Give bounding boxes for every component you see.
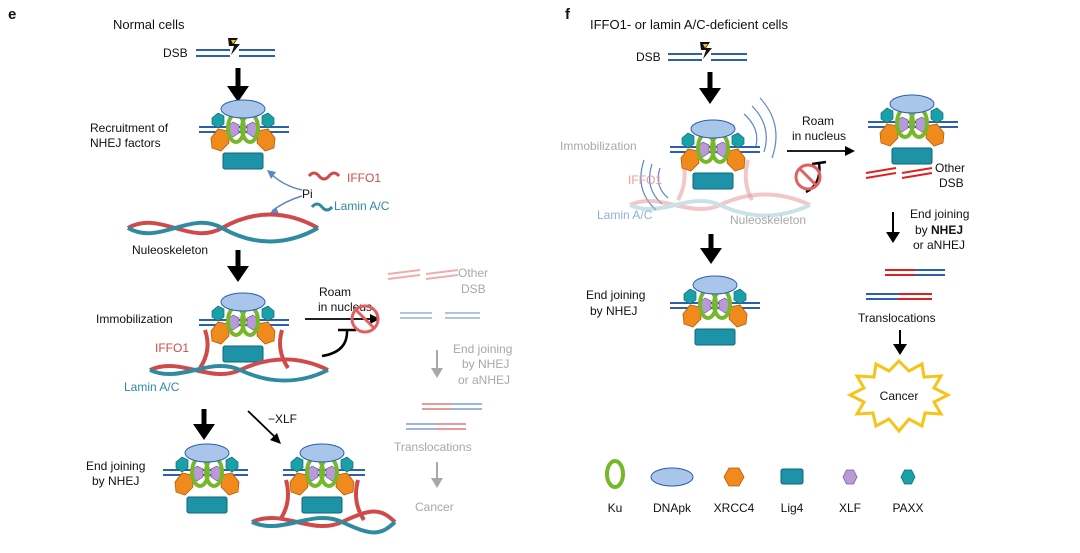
arrow-down-icon <box>700 234 722 264</box>
other-dsb-label-f-line1: Other <box>935 161 965 175</box>
nhej-complex <box>173 442 241 515</box>
xlf-hexagon-icon <box>842 469 858 485</box>
legend-label-paxx: PAXX <box>892 501 923 515</box>
arrow-down-icon <box>227 250 249 282</box>
nhej-complex <box>681 274 749 347</box>
recruitment-label-line1: Recruitment of <box>90 121 169 135</box>
prohibited-icon <box>794 163 822 191</box>
nhej-complex <box>679 118 747 191</box>
dsb-dna-f <box>668 53 747 61</box>
nucleoskeleton-faded-label: Nuleoskeleton <box>730 213 806 227</box>
legend-label-ku: Ku <box>608 501 623 515</box>
panel-f-letter: f <box>565 6 571 23</box>
other-dsb-f <box>865 167 933 179</box>
arrow-down-icon <box>227 68 249 102</box>
arrow-down-thin-icon <box>886 212 900 243</box>
endjoin-nhej-label-f-line2: by NHEJ <box>590 304 637 318</box>
nucleoskeleton-fiber <box>251 509 397 535</box>
other-dsb-label-e-line2: DSB <box>461 282 486 296</box>
endjoin-nhej-label-f-line1: End joining <box>586 288 645 302</box>
dsb-label-e: DSB <box>163 46 188 60</box>
endjoin-f-line3: or aNHEJ <box>913 238 965 252</box>
cancer-faded-label: Cancer <box>415 500 454 514</box>
nhej-complex <box>209 291 277 364</box>
roam-arrow <box>787 146 855 156</box>
xlf-arrow <box>247 410 281 444</box>
endjoin-f-line1: End joining <box>910 207 969 221</box>
lightning-icon <box>700 42 712 59</box>
lamin-squiggle <box>310 202 334 212</box>
nucleoskeleton-fiber <box>127 212 319 244</box>
iffo1-lower-label: IFFO1 <box>155 341 189 355</box>
translocations-f-label: Translocations <box>858 311 936 325</box>
arrow-down-faded-icon <box>431 350 443 378</box>
legend: Ku DNApk XRCC4 Lig4 XLF PAXX <box>605 459 924 515</box>
lig4-box-icon <box>780 468 804 485</box>
arrow-down-faded-icon <box>431 462 443 488</box>
translocations-faded-label: Translocations <box>394 440 472 454</box>
iffo1-label: IFFO1 <box>347 171 381 185</box>
endjoin-faded-line2: by NHEJ <box>462 357 509 371</box>
paxx-hexagon-icon <box>900 469 916 485</box>
arrow-down-icon <box>193 409 215 440</box>
other-dsb-label-f-line2: DSB <box>939 176 964 190</box>
recruitment-label-line2: NHEJ factors <box>90 136 161 150</box>
nucleoskeleton-fiber <box>149 357 329 383</box>
inhibition-symbol <box>805 160 827 194</box>
immobilization-faded-label: Immobilization <box>560 139 637 153</box>
cancer-f-label: Cancer <box>880 389 919 403</box>
nhej-complex <box>288 442 356 515</box>
motion-arcs <box>640 97 777 211</box>
xrcc4-hexagon-icon <box>723 467 745 487</box>
ku-ring-icon <box>605 459 625 489</box>
nhej-complex <box>209 98 277 171</box>
panel-e-letter: e <box>8 6 16 23</box>
panel-f: f IFFO1- or lamin A/C-deficient cells DS… <box>560 6 969 434</box>
roam-label-f-line2: in nucleus <box>792 129 846 143</box>
other-dsb-label-e-line1: Other <box>458 266 488 280</box>
nhej-complex <box>878 93 946 166</box>
other-dsb-faded <box>387 269 480 319</box>
dsb-label-f: DSB <box>636 50 661 64</box>
endjoin-nhej-label-e-line2: by NHEJ <box>92 474 139 488</box>
endjoin-faded-line1: End joining <box>453 342 512 356</box>
roam-label-e-line1: Roam <box>319 285 351 299</box>
endjoin-faded-line3: or aNHEJ <box>458 373 510 387</box>
faded-nucleoskeleton <box>629 192 811 218</box>
translocation-faded <box>406 403 482 430</box>
iffo1-squiggle <box>307 171 341 181</box>
legend-label-lig4: Lig4 <box>781 501 804 515</box>
lightning-icon <box>228 38 240 55</box>
dsb-dna-e <box>196 49 275 57</box>
cancer-starburst-icon <box>846 358 952 434</box>
prohibited-icon <box>350 304 380 334</box>
nucleoskeleton-label: Nuleoskeleton <box>132 243 208 257</box>
legend-label-dnapk: DNApk <box>653 501 692 515</box>
legend-label-xrcc4: XRCC4 <box>714 501 755 515</box>
pi-label: Pi <box>302 187 313 201</box>
inhibition-symbol <box>321 328 356 358</box>
endjoin-f-line2: by NHEJ <box>915 223 963 237</box>
roam-label-f-line1: Roam <box>802 114 834 128</box>
lamin-label: Lamin A/C <box>334 199 390 213</box>
endjoin-nhej-label-e-line1: End joining <box>86 459 145 473</box>
translocation-f <box>866 269 945 300</box>
legend-label-xlf: XLF <box>839 501 861 515</box>
dnapk-ellipse-icon <box>650 467 694 487</box>
arrow-down-thin-icon <box>893 330 907 355</box>
tethers-e <box>198 329 290 370</box>
minus-xlf-label: −XLF <box>268 412 297 426</box>
normal-cells-heading: Normal cells <box>113 17 185 32</box>
phosphate-arrows <box>267 170 303 215</box>
immobilization-label-e: Immobilization <box>96 312 173 326</box>
deficient-cells-heading: IFFO1- or lamin A/C-deficient cells <box>590 17 788 32</box>
panel-e: e Normal cells DSB Recruitment of NHEJ f… <box>8 6 512 535</box>
lamin-faded-label: Lamin A/C <box>597 208 653 222</box>
iffo1-faded-label: IFFO1 <box>628 173 662 187</box>
arrow-down-icon <box>699 72 721 104</box>
roam-arrow <box>305 314 380 324</box>
lamin-lower-label: Lamin A/C <box>124 380 180 394</box>
